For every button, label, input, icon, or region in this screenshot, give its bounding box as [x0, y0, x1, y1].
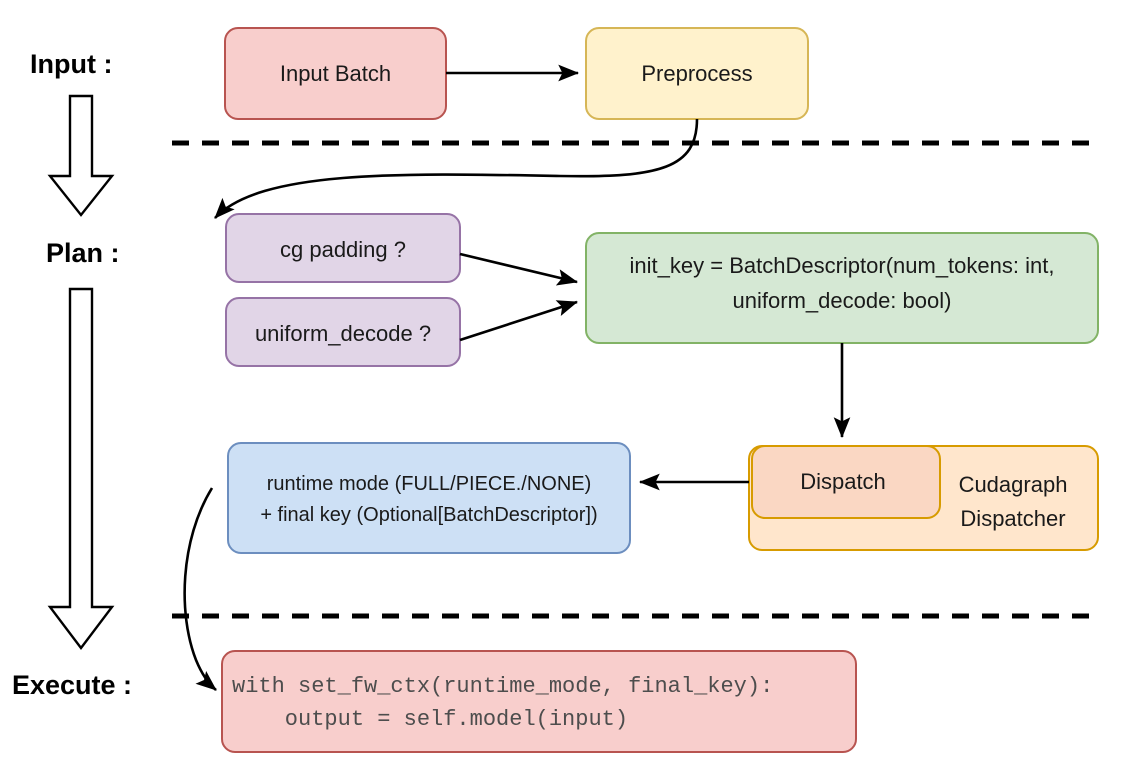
node-uniform-decode-label: uniform_decode ? — [255, 321, 431, 346]
stage-arrow-plan-to-execute — [47, 287, 115, 650]
node-execute-code[interactable] — [221, 650, 857, 753]
node-input-batch-label: Input Batch — [280, 61, 391, 86]
edge-runtime-mode-to-execute-code — [183, 487, 217, 691]
node-runtime-mode[interactable] — [227, 442, 631, 554]
node-cudagraph-dispatcher-line2: Dispatcher — [960, 506, 1065, 531]
node-cg-padding[interactable] — [225, 213, 461, 283]
edge-cg-padding-to-init-key — [459, 252, 579, 286]
node-runtime-mode-line2: + final key (Optional[BatchDescriptor]) — [260, 504, 597, 526]
node-uniform-decode[interactable] — [225, 297, 461, 367]
node-execute-code-line2: output = self.model(input) — [232, 707, 628, 732]
node-cudagraph-dispatcher-line1: Cudagraph — [959, 472, 1068, 497]
node-cg-padding-label: cg padding ? — [280, 237, 406, 262]
node-init-key-line1: init_key = BatchDescriptor(num_tokens: i… — [630, 253, 1055, 278]
stage-arrow-input-to-plan — [47, 94, 115, 217]
node-preprocess-label: Preprocess — [641, 61, 752, 86]
stage-label-plan: Plan : — [46, 238, 120, 268]
stage-label-input: Input : — [30, 49, 112, 79]
node-execute-code-line1: with set_fw_ctx(runtime_mode, final_key)… — [232, 674, 773, 699]
node-init-key-line2: uniform_decode: bool) — [733, 288, 952, 313]
node-dispatch[interactable] — [751, 445, 941, 519]
stage-label-execute: Execute : — [12, 670, 132, 700]
edge-preprocess-to-cg-padding — [214, 118, 699, 219]
node-runtime-mode-line1: runtime mode (FULL/PIECE./NONE) — [267, 473, 592, 495]
edge-uniform-decode-to-init-key — [459, 300, 578, 342]
node-dispatch-label: Dispatch — [800, 469, 886, 494]
